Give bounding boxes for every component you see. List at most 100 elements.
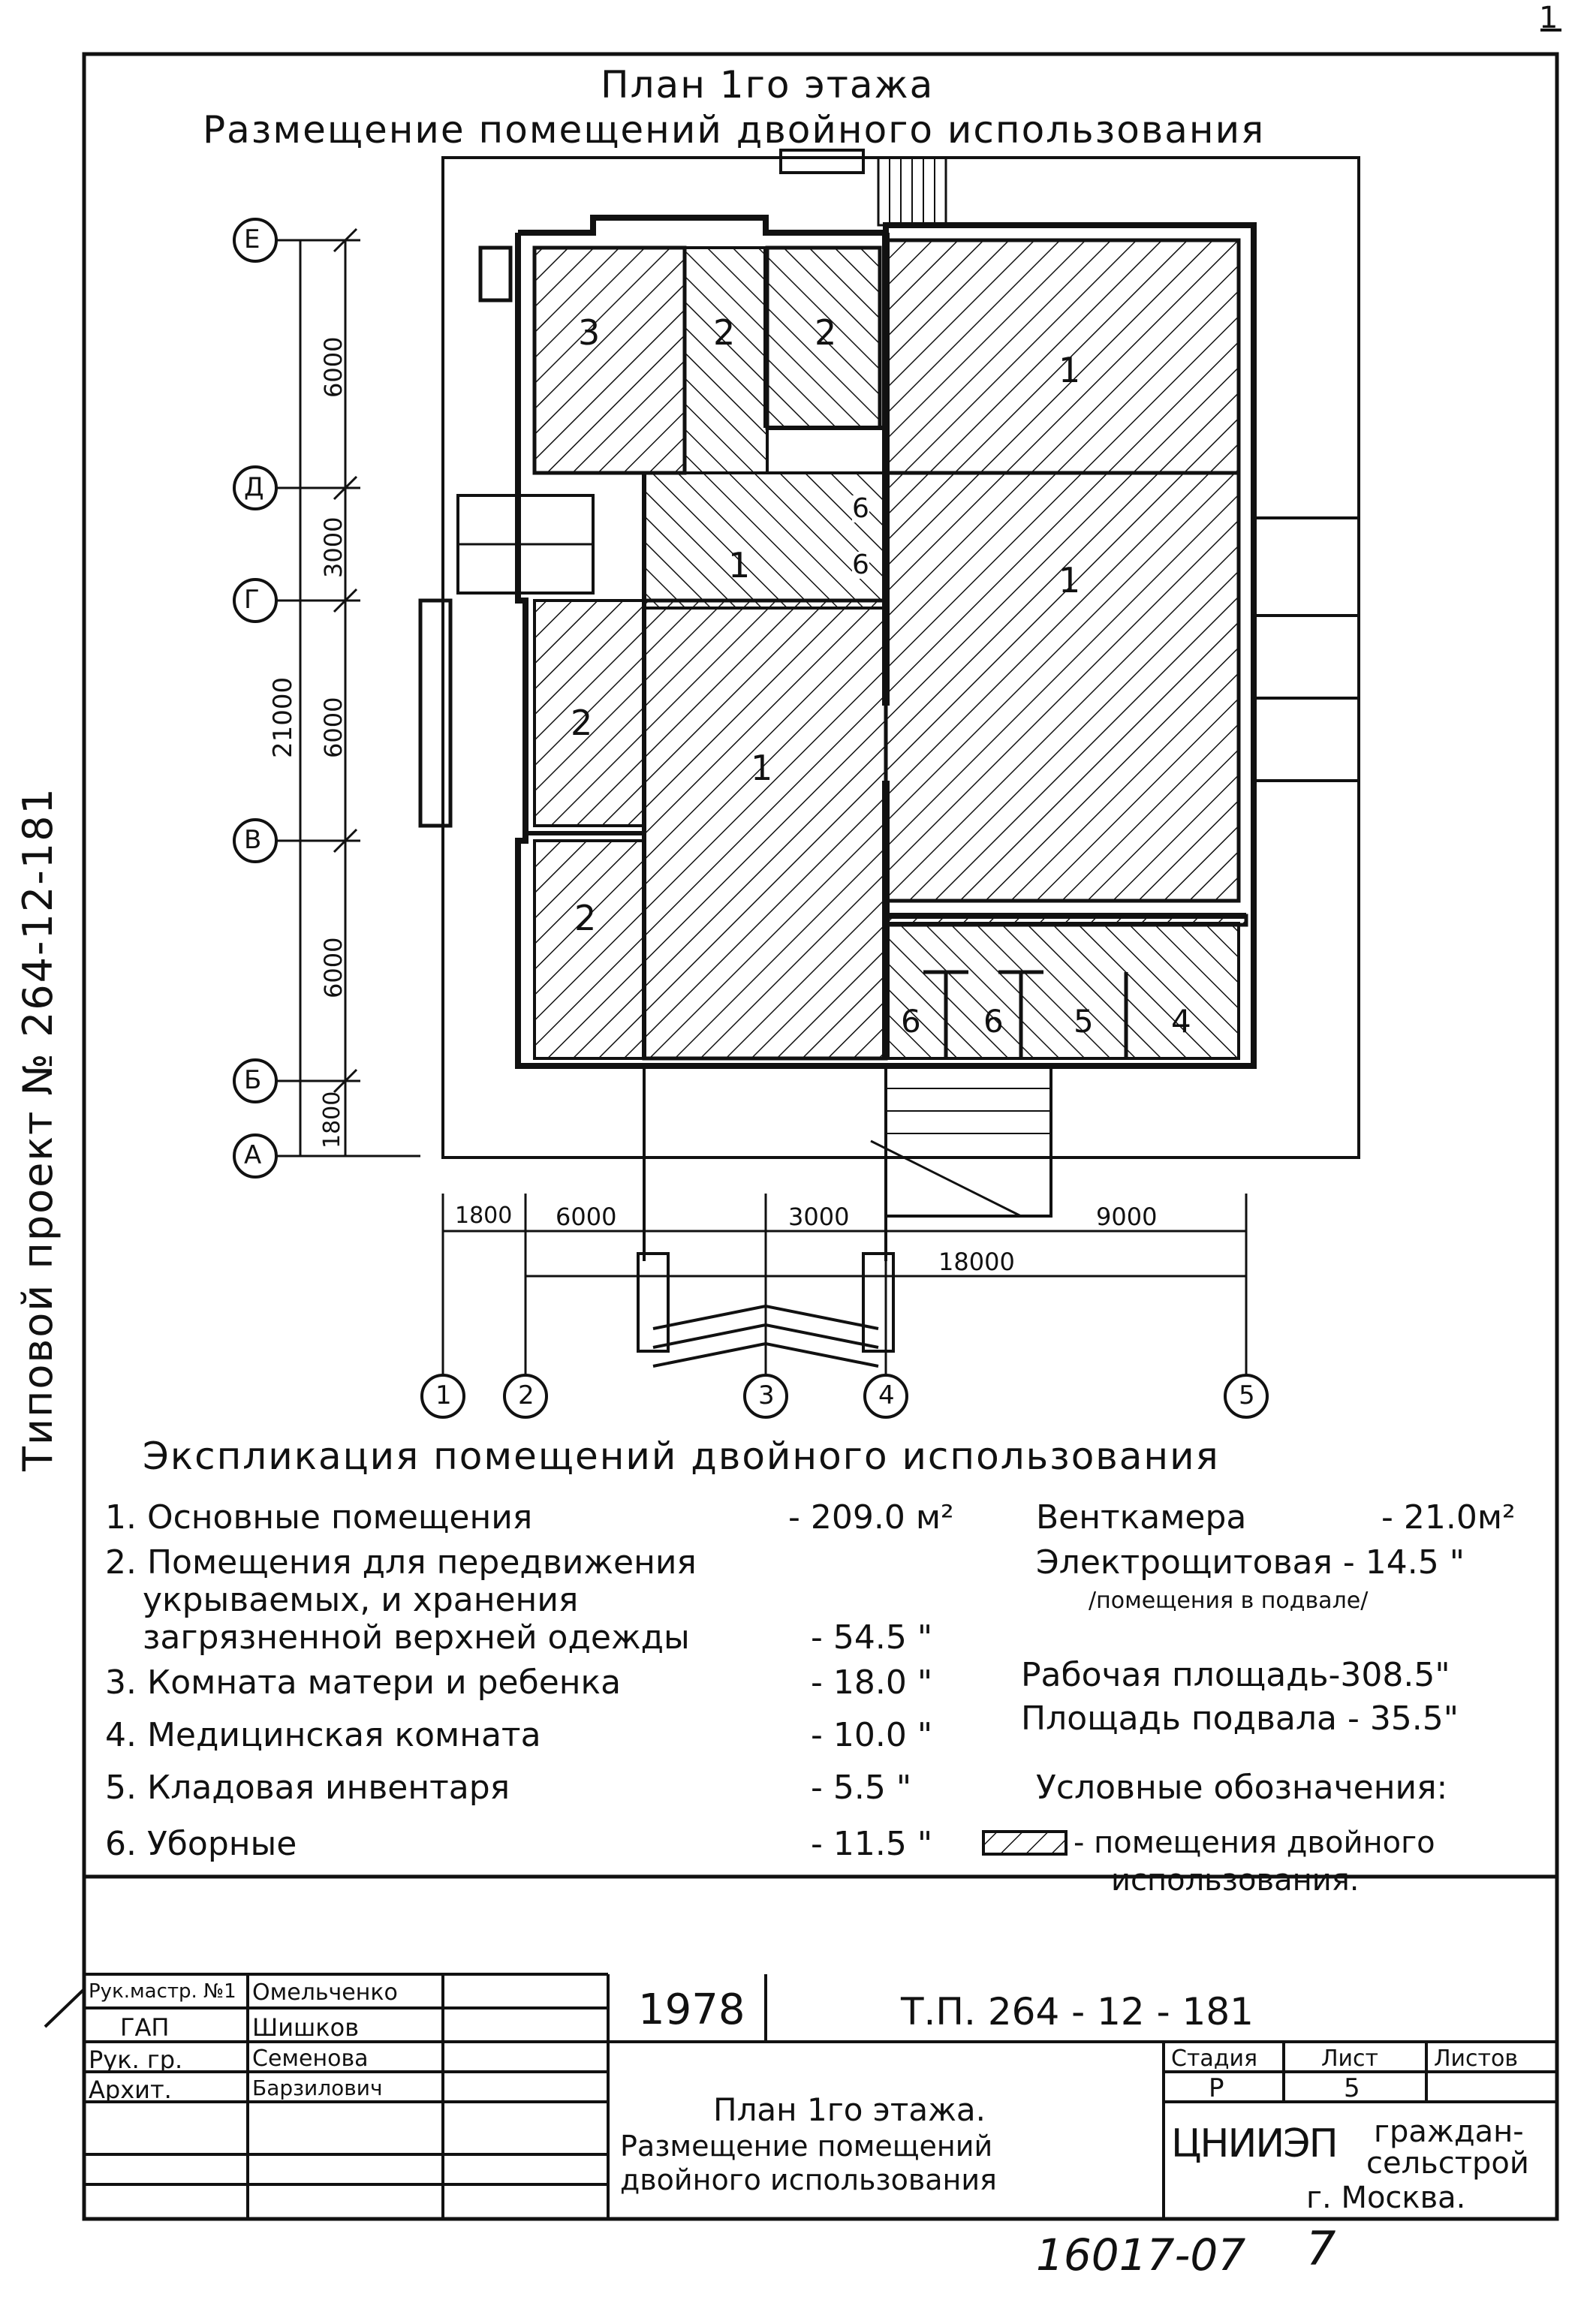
explication-item: 2. Помещения для передвижения xyxy=(105,1543,697,1582)
dimension: 1800 xyxy=(455,1203,513,1229)
dimension: 3000 xyxy=(788,1203,850,1231)
dimension-total: 21000 xyxy=(268,676,298,758)
dimension: 6000 xyxy=(319,336,348,398)
stage-value: Р xyxy=(1209,2073,1224,2103)
room-number: 1 xyxy=(728,545,751,586)
plan-title-line2: Размещение помещений двойного использова… xyxy=(203,108,1266,152)
project-code: Т.П. 264 - 12 - 181 xyxy=(901,1990,1254,2034)
side-project-label: Типовой проект № 264-12-181 xyxy=(14,787,62,1471)
year: 1978 xyxy=(638,1985,745,2034)
sheet-title: Размещение помещений xyxy=(620,2130,993,2163)
footer-page: 7 xyxy=(1306,2221,1336,2276)
sheet-title: двойного использования xyxy=(620,2163,997,2196)
room-3 xyxy=(532,245,687,475)
explication-item: 6. Уборные xyxy=(105,1825,297,1863)
dimension: 6000 xyxy=(319,937,348,998)
axis-label: 4 xyxy=(878,1380,895,1410)
sheet-label: Лист xyxy=(1321,2046,1379,2072)
ventkamera-label: Венткамера xyxy=(1036,1498,1247,1537)
dimension: 3000 xyxy=(319,516,348,578)
axis-label: В xyxy=(244,825,262,855)
explication-item: загрязненной верхней одежды xyxy=(143,1618,690,1657)
legend-text: - помещения двойного xyxy=(1074,1826,1435,1860)
room-number: 2 xyxy=(713,312,736,353)
dimension: 9000 xyxy=(1096,1203,1158,1231)
axis-label: Д xyxy=(244,472,264,502)
role: Рук. гр. xyxy=(89,2046,183,2074)
room-number: 1 xyxy=(1058,560,1081,601)
room-number: 6 xyxy=(852,549,869,580)
plan-title-line1: План 1го этажа xyxy=(601,63,935,107)
role: Архит. xyxy=(89,2076,172,2104)
explication-item: укрываемых, и хранения xyxy=(143,1581,579,1619)
role: Рук.мастр. №1 xyxy=(89,1980,236,2003)
axis-label: Б xyxy=(244,1065,262,1095)
room-number: 2 xyxy=(571,703,593,743)
room-number: 5 xyxy=(1074,1003,1094,1040)
room-number: 6 xyxy=(983,1003,1004,1040)
explication-value: - 10.0 " xyxy=(811,1716,933,1754)
axis-label: Е xyxy=(244,224,260,254)
electro-label: Электрощитовая - 14.5 " xyxy=(1036,1543,1465,1582)
work-area: Рабочая площадь-308.5" xyxy=(1021,1656,1450,1694)
title-block-grid xyxy=(44,1973,1557,2219)
floor-plan xyxy=(233,149,1360,1419)
room-number: 2 xyxy=(574,898,597,938)
org-name: граждан- xyxy=(1374,2115,1524,2149)
room-number: 4 xyxy=(1171,1003,1191,1040)
footer-code: 16017-07 xyxy=(1036,2229,1246,2280)
legend-swatch xyxy=(982,1830,1068,1856)
axis-label: Г xyxy=(244,585,260,615)
dimension: 6000 xyxy=(556,1203,617,1231)
legend-text: использования. xyxy=(1111,1863,1360,1898)
room-number: 6 xyxy=(852,493,869,524)
axis-label: 1 xyxy=(435,1380,452,1410)
room-2-left-lower xyxy=(533,839,646,1060)
sheet-value: 5 xyxy=(1344,2073,1360,2103)
name: Шишков xyxy=(252,2013,360,2042)
legend-heading: Условные обозначения: xyxy=(1036,1769,1448,1807)
role: ГАП xyxy=(120,2013,170,2042)
room-number: 1 xyxy=(1058,350,1081,390)
room-2a xyxy=(683,246,769,474)
ventkamera-value: - 21.0м² xyxy=(1381,1498,1516,1537)
explication-item: 4. Медицинская комната xyxy=(105,1716,541,1754)
stage-label: Стадия xyxy=(1171,2046,1258,2072)
explication-value: - 54.5 " xyxy=(811,1618,933,1657)
room-2-left xyxy=(533,599,646,827)
room-1-right xyxy=(884,471,1241,903)
axis-label: А xyxy=(244,1140,262,1170)
org-city: г. Москва. xyxy=(1306,2181,1466,2215)
room-number: 2 xyxy=(815,312,837,353)
axis-label: 5 xyxy=(1239,1380,1255,1410)
explication-heading: Экспликация помещений двойного использов… xyxy=(143,1434,1220,1478)
room-number: 3 xyxy=(578,312,601,353)
explication-item: 5. Кладовая инвентаря xyxy=(105,1769,510,1807)
explication-item: 3. Комната матери и ребенка xyxy=(105,1663,622,1702)
dimension: 1800 xyxy=(319,1091,345,1148)
org-logo: ЦНИИЭП xyxy=(1171,2121,1339,2166)
name: Омельченко xyxy=(252,1979,398,2006)
dimension-total: 18000 xyxy=(938,1248,1015,1276)
name: Семенова xyxy=(252,2046,369,2072)
explication-value: - 18.0 " xyxy=(811,1663,933,1702)
org-name: сельстрой xyxy=(1366,2146,1529,2181)
axis-label: 3 xyxy=(758,1380,775,1410)
room-1-corridor xyxy=(643,471,887,610)
corner-mark: 1 xyxy=(1539,1,1558,35)
dimension: 6000 xyxy=(319,697,348,758)
sheets-label: Листов xyxy=(1434,2046,1519,2072)
name: Барзилович xyxy=(252,2076,383,2100)
room-number: 1 xyxy=(751,748,773,788)
explication-item: 1. Основные помещения xyxy=(105,1498,533,1537)
room-number: 6 xyxy=(901,1003,921,1040)
sheet-title: План 1го этажа. xyxy=(713,2091,986,2128)
explication-value: - 11.5 " xyxy=(811,1825,933,1863)
sheet-frame xyxy=(82,52,1559,2221)
explication-value: - 5.5 " xyxy=(811,1769,912,1807)
basement-area: Площадь подвала - 35.5" xyxy=(1021,1699,1459,1738)
axis-label: 2 xyxy=(518,1380,535,1410)
explication-value: - 209.0 м² xyxy=(788,1498,954,1537)
basement-note: /помещения в подвале/ xyxy=(1089,1588,1369,1614)
